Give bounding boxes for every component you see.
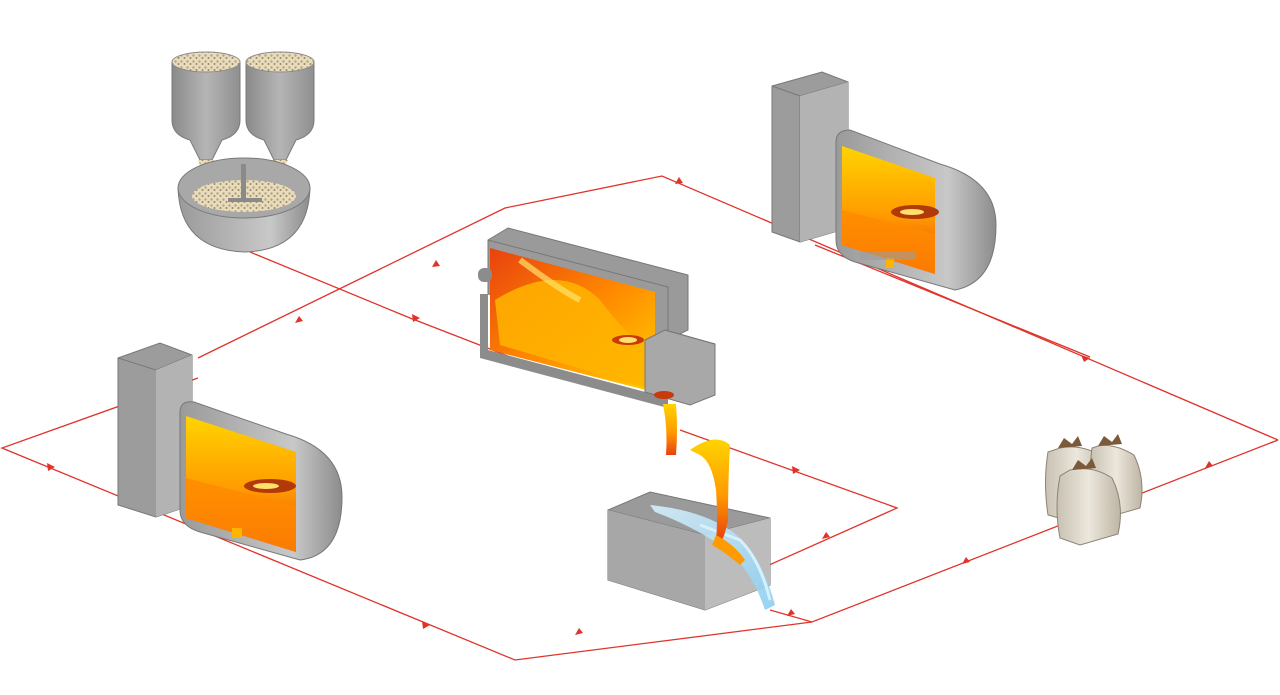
flow-arrow (412, 314, 420, 322)
molten-stream (663, 404, 677, 455)
molten-stream (690, 439, 730, 540)
flow-arrow (792, 466, 800, 474)
flow-arrow (787, 609, 795, 616)
flow-arrow (295, 316, 303, 323)
flow-line-mixer-to-smelter (249, 251, 509, 357)
flow-arrow (1081, 355, 1090, 362)
flow-line-smelter-loop-top (197, 175, 1279, 441)
rotary-furnace-icon (117, 342, 343, 561)
flow-arrow (1205, 461, 1213, 468)
sack-icon (1045, 434, 1143, 546)
flow-arrows (47, 177, 1213, 635)
water-tank-icon (607, 491, 775, 611)
rotary-furnace-icon (771, 71, 997, 291)
flow-arrow (575, 628, 583, 635)
flow-arrow (432, 260, 440, 267)
smelting-furnace-icon (478, 227, 716, 408)
flow-arrow (47, 463, 55, 471)
flow-arrow (675, 177, 683, 184)
flow-arrow (962, 557, 970, 564)
molten-stream (712, 535, 745, 565)
hopper-mixer-icon (171, 51, 315, 253)
flow-arrow (822, 532, 830, 539)
flow-arrow (422, 621, 430, 629)
flow-line-left-loop (0, 377, 813, 661)
flow-line-smelter-to-tank (679, 429, 899, 579)
